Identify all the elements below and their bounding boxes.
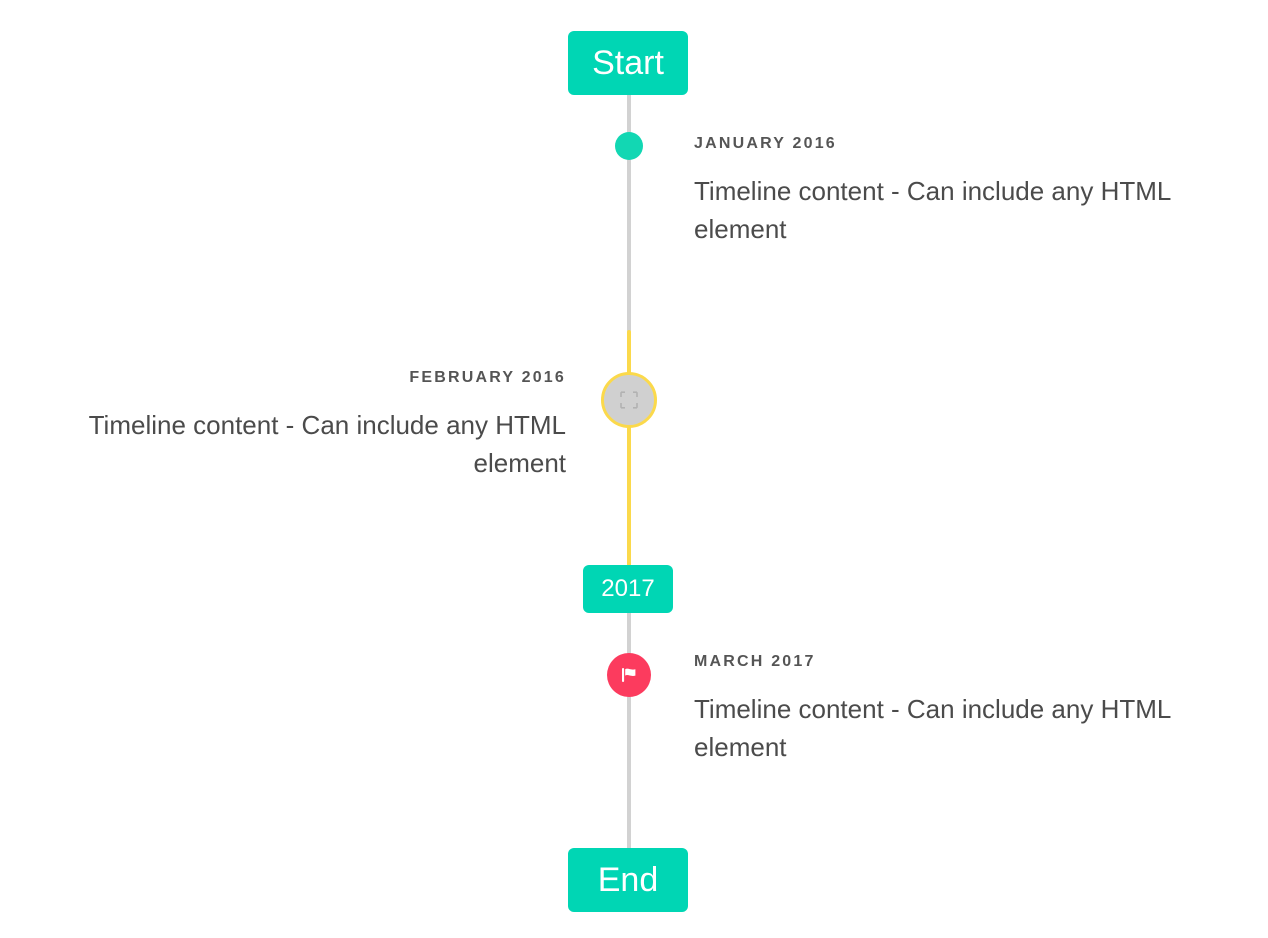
timeline-end-label: End bbox=[597, 861, 659, 899]
timeline-start-badge[interactable]: Start bbox=[568, 31, 688, 95]
timeline-entry-date: March 2017 bbox=[694, 653, 816, 670]
timeline-entry-january: January 2016 Timeline content - Can incl… bbox=[694, 134, 1224, 249]
timeline-entry-march: March 2017 Timeline content - Can includ… bbox=[694, 652, 1224, 767]
timeline-end-badge[interactable]: End bbox=[568, 848, 688, 912]
timeline-axis-segment-top bbox=[627, 92, 631, 332]
dot-icon[interactable] bbox=[615, 132, 643, 160]
broken-image-glyph bbox=[620, 391, 638, 409]
timeline-start-label: Start bbox=[592, 44, 664, 82]
timeline-axis-segment-bottom bbox=[627, 610, 631, 853]
timeline-entry-body: Timeline content - Can include any HTML … bbox=[88, 410, 566, 478]
timeline-entry-february: February 2016 Timeline content - Can inc… bbox=[40, 368, 566, 483]
timeline-entry-body: Timeline content - Can include any HTML … bbox=[694, 176, 1171, 244]
timeline-year-label: 2017 bbox=[601, 575, 655, 602]
broken-image-icon[interactable] bbox=[601, 372, 657, 428]
flag-glyph bbox=[622, 668, 636, 682]
timeline-entry-date: February 2016 bbox=[409, 369, 566, 386]
timeline-axis-segment-highlighted bbox=[627, 330, 631, 568]
timeline-entry-date: January 2016 bbox=[694, 135, 837, 152]
timeline-entry-body: Timeline content - Can include any HTML … bbox=[694, 694, 1171, 762]
flag-icon[interactable] bbox=[607, 653, 651, 697]
timeline-year-badge[interactable]: 2017 bbox=[583, 565, 673, 613]
